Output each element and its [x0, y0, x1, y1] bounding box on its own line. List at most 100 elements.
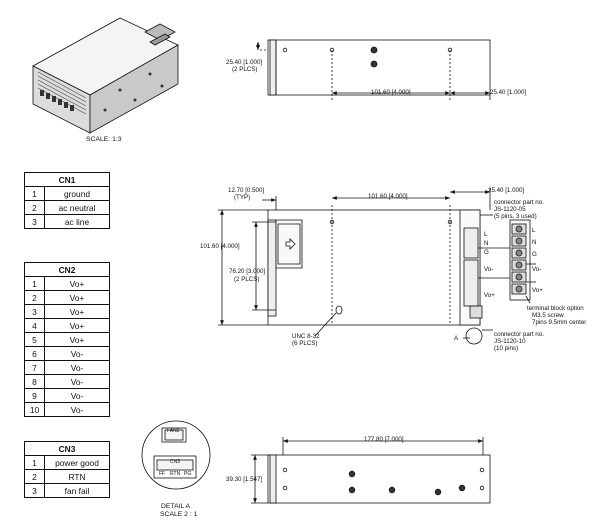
pin-number: 6: [24, 346, 45, 361]
top-dim-height: 25.40 [1.000]: [226, 59, 263, 66]
pin-function: Vo+: [44, 276, 110, 291]
top-view: [256, 39, 491, 100]
pin-number: 7: [24, 360, 45, 375]
terminal-pins: 7pins 9.5mm center: [532, 319, 587, 326]
thread-label: UNC 8-32: [292, 333, 320, 340]
tb-label-vo-minus: Vo-: [532, 266, 542, 273]
detail-pin-rtn: RTN: [170, 471, 181, 477]
tb-label-n: N: [532, 239, 537, 246]
side-dim-width: 101.60 [4.000]: [368, 193, 408, 200]
pin-number: 4: [24, 318, 45, 333]
pin-number: 8: [24, 374, 45, 389]
pin-function: ac neutral: [44, 200, 110, 215]
conn-top-part: JS-1120-05: [494, 206, 526, 213]
detail-fan-label: FAN2: [167, 428, 180, 434]
pin-function: RTN: [44, 469, 110, 484]
pin-function: Vo-: [44, 402, 110, 417]
pin-function: Vo+: [44, 318, 110, 333]
detail-pin-ff: FF: [159, 471, 166, 477]
thread-note: (6 PLCS): [292, 340, 318, 347]
pin-function: Vo+: [44, 332, 110, 347]
pin-function: Vo+: [44, 304, 110, 319]
iso-scale-label: SCALE: 1:3: [86, 136, 122, 143]
detail-a-view: [141, 420, 211, 490]
side-dim-mount-note: (2 PLCS): [234, 276, 260, 283]
pin-function: Vo-: [44, 374, 110, 389]
conn-top-note: (5 pins, 3 used): [494, 213, 537, 220]
pin-label-g: G: [484, 249, 489, 256]
front-dim-length: 177.80 [7.000]: [364, 436, 404, 443]
top-dim-span: 101.60 [4.000]: [371, 89, 411, 96]
pin-function: power good: [44, 455, 110, 470]
pin-function: Vo-: [44, 346, 110, 361]
pin-label-l: L: [484, 231, 488, 238]
tb-label-g: G: [532, 251, 537, 258]
cn2-title: CN2: [24, 262, 110, 277]
terminal-title: terminal block option: [527, 305, 584, 312]
pin-number: 9: [24, 388, 45, 403]
pin-function: ground: [44, 186, 110, 201]
pin-label-n: N: [484, 240, 489, 247]
side-view: [218, 188, 536, 345]
pin-number: 5: [24, 332, 45, 347]
pin-number: 2: [24, 290, 45, 305]
cn1-title: CN1: [24, 172, 110, 187]
top-dim-height-note: (2 PLCS): [232, 66, 258, 73]
terminal-screw: M3.5 screw: [532, 312, 564, 319]
front-view: [251, 437, 491, 504]
side-dim-right: 25.40 [1.000]: [488, 187, 525, 194]
pin-number: 3: [24, 214, 45, 229]
pin-function: Vo+: [44, 290, 110, 305]
pin-function: Vo-: [44, 360, 110, 375]
pin-number: 1: [24, 186, 45, 201]
side-dim-typ-note: (TYP): [234, 194, 251, 201]
tb-label-vo-plus: Vo+: [532, 287, 543, 294]
pin-label-vo-minus: Vo-: [484, 266, 494, 273]
conn-bottom-part: JS-1120-10: [494, 338, 526, 345]
detail-title: DETAIL A: [161, 503, 191, 510]
side-dim-mount: 76.20 [3.000]: [229, 268, 266, 275]
pin-number: 10: [24, 402, 45, 417]
pin-number: 3: [24, 304, 45, 319]
pin-number: 1: [24, 276, 45, 291]
pin-number: 2: [24, 469, 45, 484]
conn-bottom-note: (10 pins): [494, 345, 519, 352]
detail-callout-a: A: [454, 335, 459, 342]
conn-top-label: connector part no.: [494, 199, 544, 206]
top-dim-right: 25.40 [1.000]: [490, 89, 527, 96]
isometric-view: [32, 17, 179, 134]
side-dim-overall: 101.60 [4.000]: [200, 243, 240, 250]
pin-function: ac line: [44, 214, 110, 229]
detail-cn-label: CN3: [170, 459, 181, 465]
front-dim-height: 39.30 [1.547]: [226, 476, 263, 483]
terminal-block: [509, 219, 536, 304]
detail-pin-pg: PG: [184, 471, 192, 477]
pin-function: Vo-: [44, 388, 110, 403]
pin-number: 1: [24, 455, 45, 470]
pin-function: fan fail: [44, 483, 110, 498]
conn-bottom-label: connector part no.: [494, 331, 544, 338]
tb-label-l: L: [532, 227, 536, 234]
side-dim-typ: 12.70 [0.500]: [228, 187, 265, 194]
pin-label-vo-plus: Vo+: [484, 292, 495, 299]
pin-number: 2: [24, 200, 45, 215]
